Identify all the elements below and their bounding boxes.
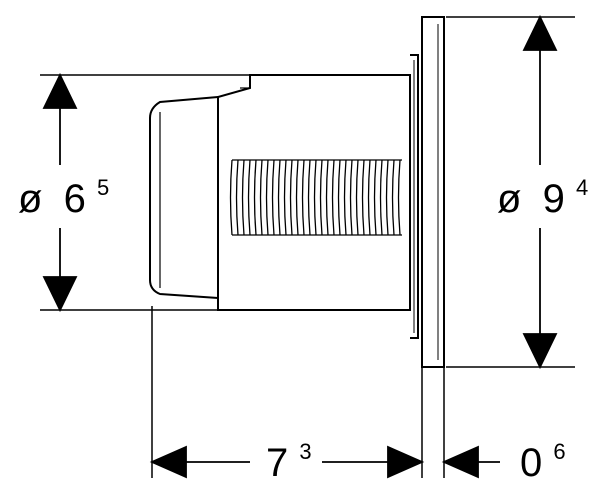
label-outer-diameter: ø 9 4 xyxy=(497,175,588,221)
label-depth-base: 7 xyxy=(266,441,288,485)
arrowhead-inner-top xyxy=(42,72,78,109)
thread-ridge xyxy=(325,159,329,236)
thread-ridge xyxy=(295,159,299,236)
thread-ridge xyxy=(337,159,341,236)
thread-ridge xyxy=(235,159,239,236)
thread-boundary xyxy=(232,159,402,236)
thread-ridge xyxy=(247,159,251,236)
thread-ridge xyxy=(289,159,293,236)
label-outer-diameter-sup: 4 xyxy=(576,175,588,200)
thread-ridge xyxy=(307,159,311,236)
arrowhead-outer-bottom xyxy=(522,333,558,370)
flange xyxy=(410,54,419,339)
thread-pattern xyxy=(229,159,402,236)
label-inner-diameter-sup: 5 xyxy=(97,175,109,200)
label-inner-diameter: ø 6 5 xyxy=(18,175,109,221)
thread-ridge xyxy=(391,159,395,236)
thread-ridge xyxy=(349,159,353,236)
thread-ridge xyxy=(319,159,323,236)
arrowhead-depth-right xyxy=(387,445,425,479)
label-outer-diameter-symbol: ø xyxy=(497,177,521,221)
thread-ridge xyxy=(313,159,317,236)
thread-ridge xyxy=(277,159,281,236)
label-depth: 7 3 xyxy=(266,439,312,485)
thread-ridge xyxy=(265,159,269,236)
thread-ridge xyxy=(229,159,233,236)
rear-cap xyxy=(149,96,219,299)
thread-ridge xyxy=(253,159,257,236)
label-inner-diameter-base: 6 xyxy=(64,177,86,221)
thread-ridge xyxy=(367,159,371,236)
thread-ridge xyxy=(241,159,245,236)
extension-lines xyxy=(40,16,575,478)
thread-ridge xyxy=(373,159,377,236)
label-depth-sup: 3 xyxy=(299,439,311,464)
thread-ridge xyxy=(355,159,359,236)
dimension-lines xyxy=(42,14,558,479)
thread-ridge xyxy=(331,159,335,236)
thread-ridge xyxy=(385,159,389,236)
thread-ridge xyxy=(271,159,275,236)
label-plate-thickness-base: 0 xyxy=(520,441,542,485)
arrowhead-depth-left xyxy=(149,445,187,479)
label-inner-diameter-symbol: ø xyxy=(18,177,42,221)
thread-ridge xyxy=(361,159,365,236)
thread-ridge xyxy=(301,159,305,236)
thread-ridge xyxy=(379,159,383,236)
label-outer-diameter-base: 9 xyxy=(543,177,565,221)
thread-ridge xyxy=(283,159,287,236)
thread-ridge xyxy=(259,159,263,236)
thread-ridge xyxy=(397,159,401,236)
arrowhead-inner-bottom xyxy=(42,276,78,313)
cover-plate xyxy=(421,16,445,368)
arrowhead-outer-top xyxy=(522,14,558,51)
thread-ridge xyxy=(343,159,347,236)
arrowhead-plate xyxy=(441,445,479,479)
label-plate-thickness: 0 6 xyxy=(520,439,566,485)
label-plate-thickness-sup: 6 xyxy=(553,439,565,464)
